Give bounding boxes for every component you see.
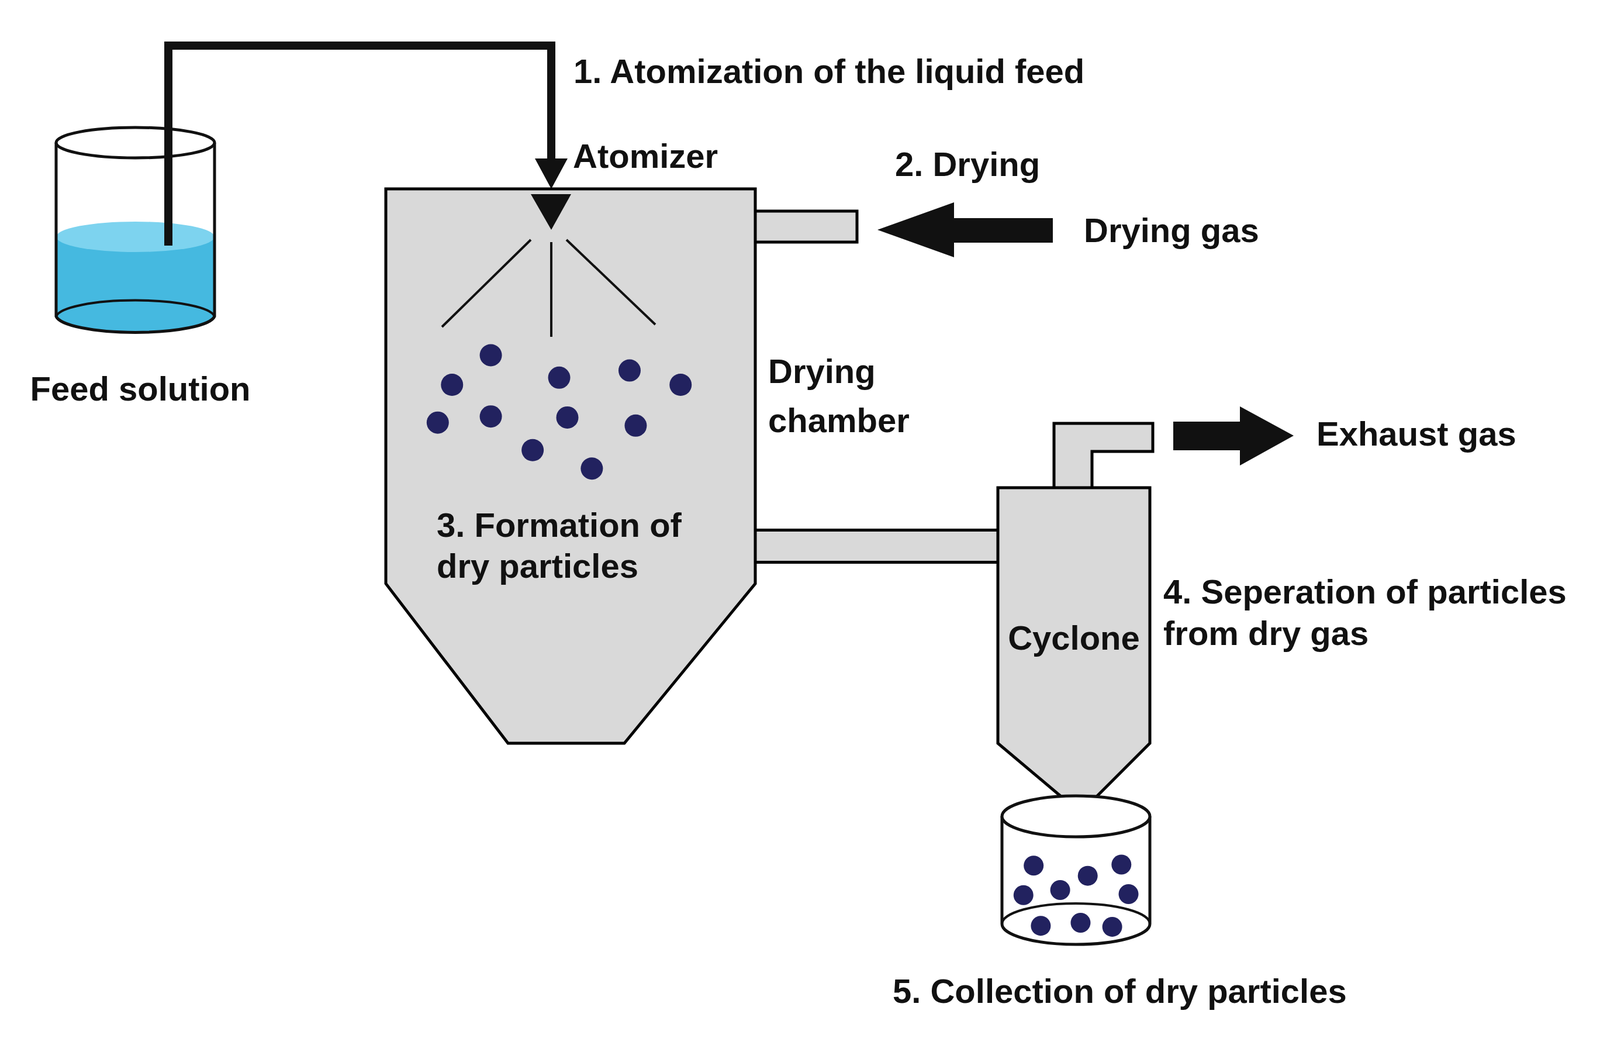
flow-label: Exhaust gas [1316,413,1574,455]
spray-lines [441,239,656,337]
gas-inlet-tube [754,211,857,243]
feed-pipe [164,116,173,246]
droplets [426,343,692,480]
flow-label: Drying gas [1083,209,1377,251]
step-label: 4. Seperation of particles from dry gas [1163,570,1582,654]
drying-gas-arrow [877,202,1053,258]
cyclone: Cyclone [997,487,1150,797]
beaker [56,127,215,333]
cyclone-outlet-tube [1054,423,1153,492]
chamber-outline [385,188,756,744]
step-label: 2. Drying [894,143,1129,185]
duct-connector [755,545,998,547]
collection-jar: 5. Collection of dry particles [876,783,1368,1018]
node-text: 5. Collection of dry particles [892,970,1361,1012]
node-text: 3. Formation of dry particles [436,504,706,587]
pipe-connector [168,45,552,159]
part-label: Atomizer [572,135,807,177]
node-text: Cyclone [997,617,1150,659]
drying-chamber-shape [385,188,756,744]
drying-chamber: 3. Formation of dry particles [385,188,756,744]
jar [1001,795,1150,945]
step-label: 1. Atomization of the liquid feed [573,50,1159,92]
node-text: Feed solution [23,368,258,410]
exhaust-gas-arrow [1173,406,1294,466]
cyclone-outline [997,487,1150,797]
part-label: Drying chamber [768,346,944,445]
feed-beaker: Feed solution [23,116,258,421]
atomizer-nozzle [530,194,572,230]
